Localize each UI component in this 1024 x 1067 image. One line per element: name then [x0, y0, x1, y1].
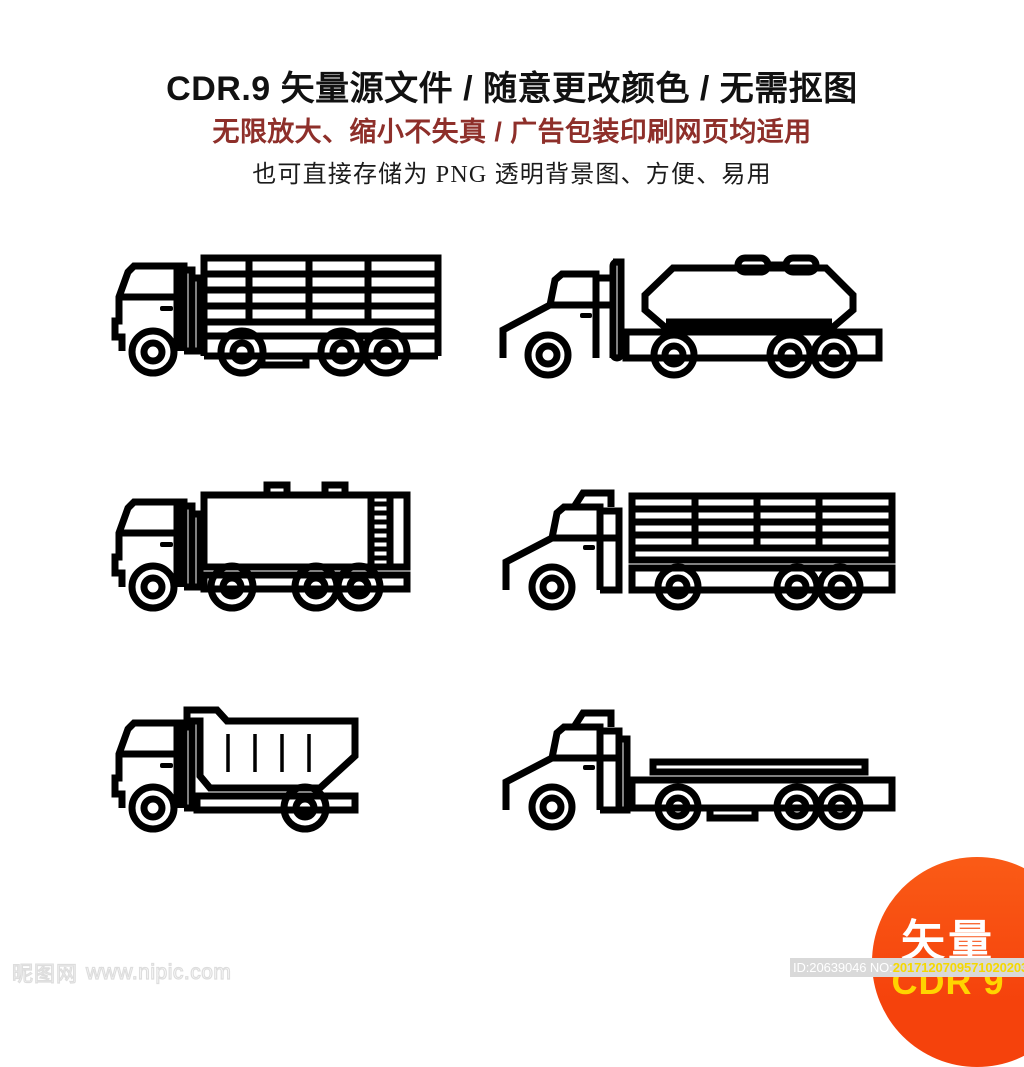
asset-no-label: NO:	[869, 960, 893, 975]
badge-vector-label: 矢量	[901, 917, 995, 966]
nipic-watermark: 昵图网 www.nipic.com	[11, 958, 232, 988]
icon-stake-body-truck[interactable]	[105, 252, 445, 377]
truck-icon-grid	[0, 228, 1024, 848]
page-title: CDR.9 矢量源文件 / 随意更改颜色 / 无需抠图	[166, 70, 858, 108]
header-block: CDR.9 矢量源文件 / 随意更改颜色 / 无需抠图 无限放大、缩小不失真 /…	[0, 0, 1024, 190]
asset-id-label: ID:20639046	[793, 960, 867, 975]
nipic-site-name-cn: 昵图网	[11, 962, 78, 986]
icon-tanker-truck-ladder[interactable]	[105, 475, 415, 612]
icon-semi-stake-trailer[interactable]	[495, 476, 900, 611]
page-tagline: 也可直接存储为 PNG 透明背景图、方便、易用	[252, 162, 772, 189]
asset-id-strip: ID:20639046 NO:20171207095710202032	[790, 958, 1024, 977]
asset-no-value: 20171207095710202032	[892, 960, 1024, 975]
nipic-site-url: www.nipic.com	[85, 960, 232, 984]
icon-semi-flatbed-trailer[interactable]	[495, 696, 900, 831]
page-subtitle: 无限放大、缩小不失真 / 广告包装印刷网页均适用	[212, 117, 812, 148]
icon-semi-tanker-truck[interactable]	[499, 250, 890, 379]
icon-dump-truck[interactable]	[105, 696, 390, 833]
